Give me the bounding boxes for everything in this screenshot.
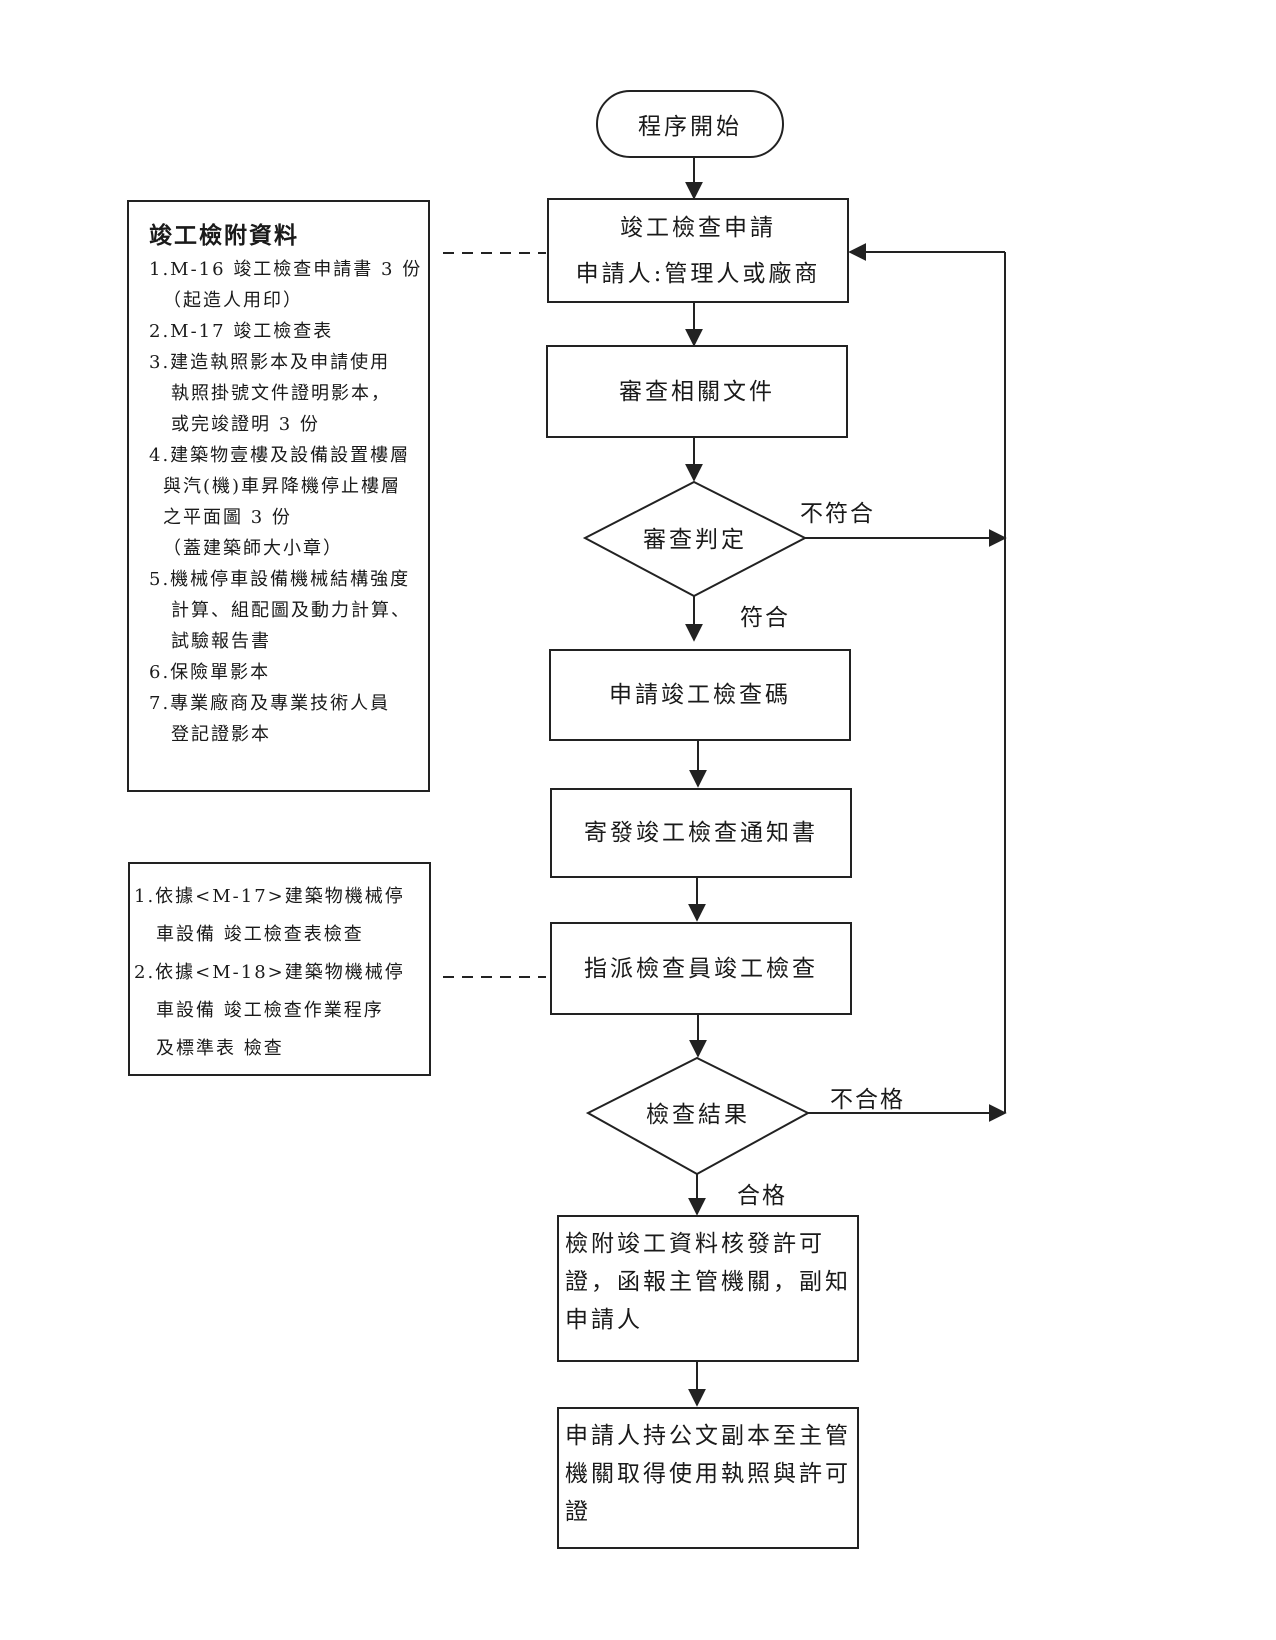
attachment-line: 執照掛號文件證明影本， (171, 383, 391, 404)
apply-code-label: 申請竣工檢查碼 (609, 682, 791, 708)
issue-permit-label: 檢附竣工資料核發許可證，函報主管機關，副知申請人 (565, 1231, 851, 1333)
decision2-fail-label: 不合格 (830, 1087, 905, 1113)
inspection-basis-line: 1.依據<M-17>建築物機械停 (134, 886, 405, 907)
inspection-basis-line: 車設備 竣工檢查表檢查 (156, 924, 364, 945)
attachment-line: 或完竣證明 3 份 (171, 414, 320, 435)
attachment-line: 2.M-17 竣工檢查表 (149, 321, 334, 342)
attachment-line: 7.專業廠商及專業技術人員 (149, 693, 391, 714)
review-documents-label: 審查相關文件 (619, 378, 775, 405)
attachment-line: 1.M-16 竣工檢查申請書 3 份 (149, 259, 423, 280)
attachments-note: 竣工檢附資料 1.M-16 竣工檢查申請書 3 份 （起造人用印） 2.M-17… (127, 200, 430, 792)
attachment-line: （蓋建築師大小章） (163, 538, 343, 559)
apply-code-box: 申請竣工檢查碼 (549, 649, 851, 741)
attachment-line: 與汽(機)車昇降機停止樓層 (163, 476, 402, 497)
decision1-fail-label: 不符合 (800, 501, 875, 527)
attachment-line: 4.建築物壹樓及設備設置樓層 (149, 445, 411, 466)
attachments-title: 竣工檢附資料 (149, 222, 299, 249)
inspection-basis-note: 1.依據<M-17>建築物機械停 車設備 竣工檢查表檢查 2.依據<M-18>建… (128, 862, 431, 1076)
attachment-line: 3.建造執照影本及申請使用 (149, 352, 391, 373)
attachment-line: 5.機械停車設備機械結構強度 (149, 569, 411, 590)
decision2-pass-label: 合格 (737, 1183, 787, 1209)
start-label: 程序開始 (638, 114, 742, 140)
attachment-line: 計算、組配圖及動力計算、 (171, 600, 411, 621)
decision1-label: 審查判定 (643, 527, 747, 553)
final-step-label: 申請人持公文副本至主管機關取得使用執照與許可證 (565, 1423, 851, 1525)
assign-inspector-box: 指派檢查員竣工檢查 (550, 922, 852, 1015)
inspection-basis-line: 車設備 竣工檢查作業程序 (156, 1000, 384, 1021)
issue-permit-box: 檢附竣工資料核發許可證，函報主管機關，副知申請人 (557, 1215, 859, 1362)
final-step-box: 申請人持公文副本至主管機關取得使用執照與許可證 (557, 1407, 859, 1549)
apply-title: 竣工檢查申請 (620, 214, 776, 241)
apply-inspection-box: 竣工檢查申請 申請人:管理人或廠商 (547, 198, 849, 303)
decision2-label: 檢查結果 (646, 1102, 750, 1128)
inspection-basis-line: 2.依據<M-18>建築物機械停 (134, 962, 405, 983)
decision1-pass-label: 符合 (740, 605, 790, 631)
send-notice-label: 寄發竣工檢查通知書 (584, 820, 818, 846)
attachment-line: 試驗報告書 (171, 631, 271, 652)
start-terminator: 程序開始 (596, 90, 784, 158)
attachment-line: 之平面圖 3 份 (163, 507, 292, 528)
attachment-line: （起造人用印） (163, 290, 303, 311)
assign-inspector-label: 指派檢查員竣工檢查 (584, 955, 818, 982)
attachment-line: 登記證影本 (171, 724, 271, 745)
send-notice-box: 寄發竣工檢查通知書 (550, 788, 852, 878)
inspection-basis-line: 及標準表 檢查 (156, 1038, 284, 1059)
attachment-line: 6.保險單影本 (149, 662, 271, 683)
decision1-diamond (582, 480, 808, 598)
review-documents-box: 審查相關文件 (546, 345, 848, 438)
decision2-diamond (585, 1056, 811, 1176)
apply-applicant: 申請人:管理人或廠商 (575, 260, 821, 287)
